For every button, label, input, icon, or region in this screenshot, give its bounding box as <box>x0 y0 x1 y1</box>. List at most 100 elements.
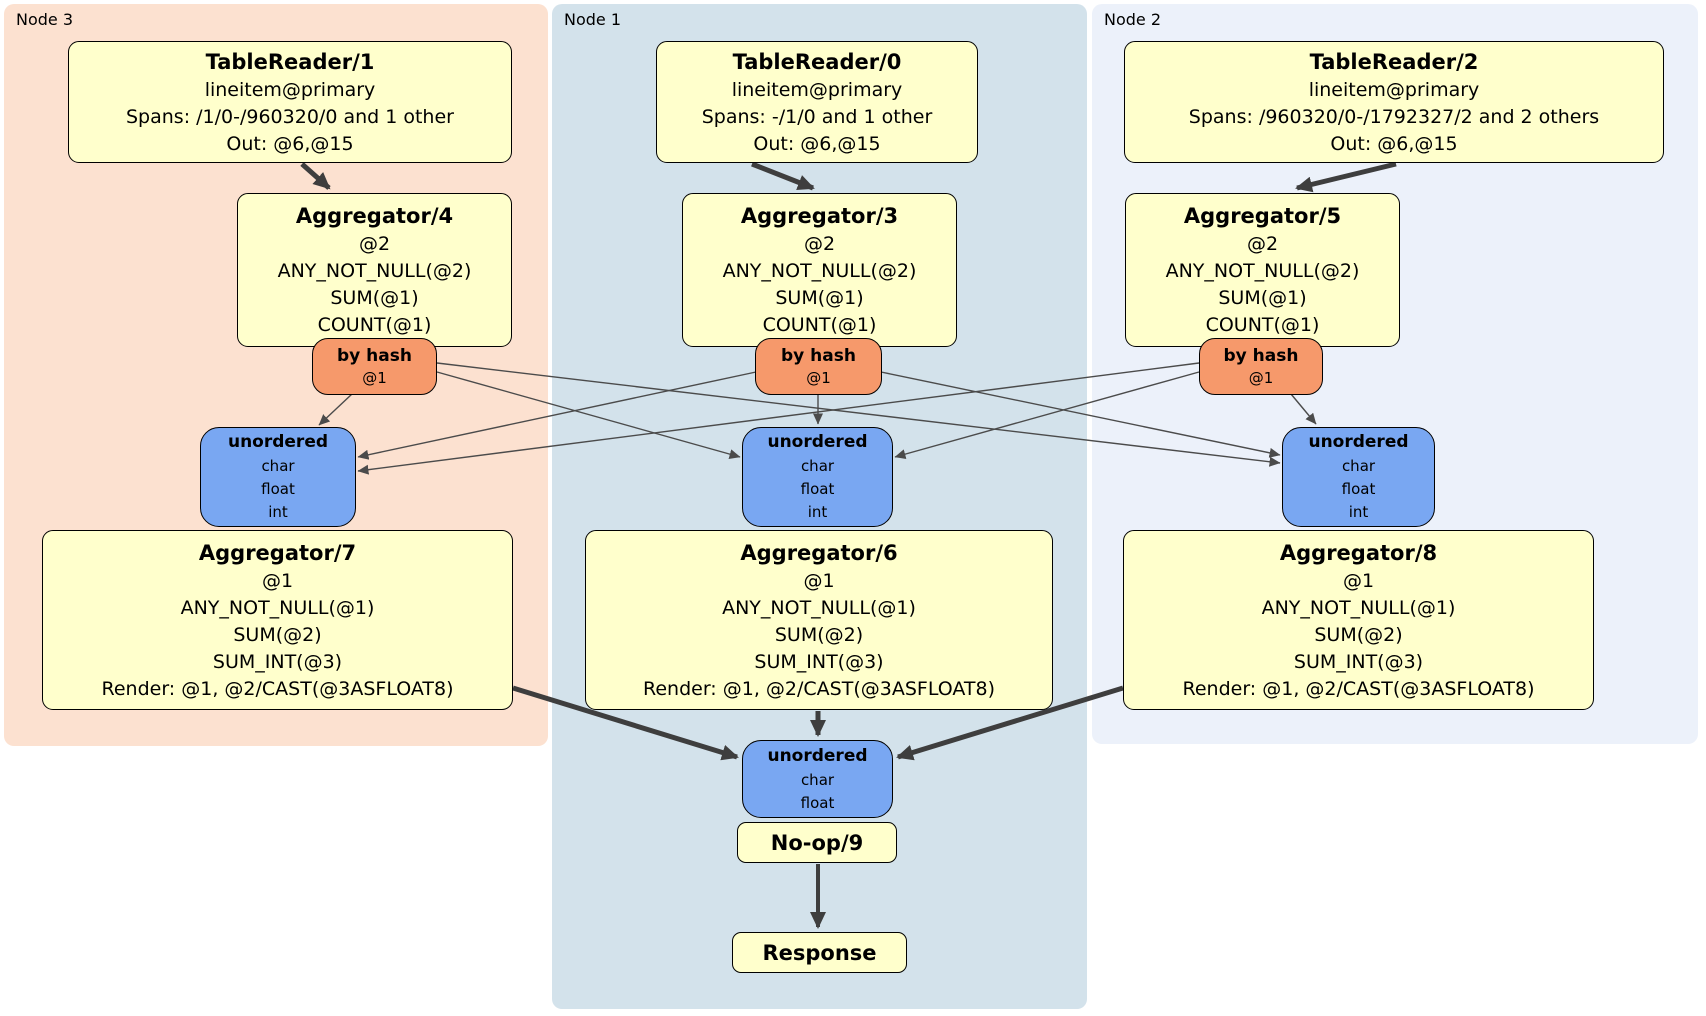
edge-hash-node2-to-sync-node1 <box>894 371 1200 459</box>
processor-title: Aggregator/8 <box>1279 540 1438 565</box>
sync-item: char <box>800 457 835 475</box>
processor-title: TableReader/0 <box>732 49 902 74</box>
processor-noop-9: No-op/9 <box>737 822 897 863</box>
sync-title: unordered <box>227 432 329 452</box>
processor-aggregator-4: Aggregator/4 @2 ANY_NOT_NULL(@2) SUM(@1)… <box>237 193 512 347</box>
processor-aggregator-6: Aggregator/6 @1 ANY_NOT_NULL(@1) SUM(@2)… <box>585 530 1053 710</box>
panel-node-2-label: Node 2 <box>1104 10 1162 29</box>
sync-item: int <box>1348 503 1369 521</box>
processor-line: Spans: -/1/0 and 1 other <box>701 105 933 128</box>
processor-line: SUM_INT(@3) <box>212 650 343 673</box>
processor-line: @1 <box>1342 569 1375 592</box>
processor-line: SUM_INT(@3) <box>1293 650 1424 673</box>
sync-item: int <box>268 503 288 521</box>
processor-title: Aggregator/6 <box>740 540 898 565</box>
processor-line: ANY_NOT_NULL(@1) <box>180 596 375 619</box>
processor-line: SUM(@2) <box>774 623 864 646</box>
edge-hash-node3-to-sync-node2 <box>436 362 1281 467</box>
edge-hash-node3-to-sync-node3 <box>318 393 353 426</box>
processor-line: SUM(@2) <box>1314 623 1403 646</box>
sync-item: float <box>1341 480 1376 498</box>
router-title: by hash <box>1223 346 1299 366</box>
router-title: by hash <box>781 346 856 366</box>
router-by-hash-node2: by hash @1 <box>1199 338 1323 395</box>
edge-hash-node1-to-sync-node2 <box>880 371 1281 458</box>
processor-line: Out: @6,@15 <box>753 132 881 155</box>
processor-aggregator-3: Aggregator/3 @2 ANY_NOT_NULL(@2) SUM(@1)… <box>682 193 957 347</box>
router-by-hash-node3: by hash @1 <box>312 338 437 395</box>
processor-line: @2 <box>1246 233 1279 255</box>
router-key: @1 <box>1248 369 1274 387</box>
processor-title: TableReader/2 <box>1309 49 1479 74</box>
processor-line: COUNT(@1) <box>317 314 432 336</box>
processor-title: Aggregator/7 <box>198 540 357 565</box>
processor-line: Render: @1, @2/CAST(@3ASFLOAT8) <box>643 677 995 700</box>
processor-line: Out: @6,@15 <box>1330 132 1458 155</box>
processor-line: @2 <box>803 233 836 255</box>
processor-title: Aggregator/5 <box>1183 204 1342 228</box>
sync-item: char <box>1341 457 1376 475</box>
processor-title: Aggregator/4 <box>295 204 454 228</box>
processor-line: ANY_NOT_NULL(@1) <box>1261 596 1456 619</box>
processor-title: Response <box>762 940 877 965</box>
processor-line: COUNT(@1) <box>1205 314 1320 336</box>
processor-line: @1 <box>803 569 835 592</box>
sync-title: unordered <box>767 745 868 766</box>
processor-tablereader-2: TableReader/2 lineitem@primary Spans: /9… <box>1124 41 1664 163</box>
edge-tablereader0-to-aggregator3 <box>751 161 815 191</box>
edge-aggregator8-to-final-sync <box>896 685 1124 761</box>
router-by-hash-node1: by hash @1 <box>755 338 882 395</box>
sync-title: unordered <box>1308 432 1409 452</box>
edge-hash-node3-to-sync-node1 <box>436 371 741 459</box>
processor-aggregator-5: Aggregator/5 @2 ANY_NOT_NULL(@2) SUM(@1)… <box>1125 193 1400 347</box>
processor-line: SUM(@1) <box>1218 287 1307 309</box>
processor-title: TableReader/1 <box>205 49 375 74</box>
processor-line: ANY_NOT_NULL(@2) <box>277 260 472 282</box>
processor-line: lineitem@primary <box>731 78 903 101</box>
processor-line: @2 <box>358 233 391 255</box>
processor-line: ANY_NOT_NULL(@1) <box>722 596 916 619</box>
processor-tablereader-1: TableReader/1 lineitem@primary Spans: /1… <box>68 41 512 163</box>
panel-node-1-label: Node 1 <box>564 10 622 29</box>
processor-line: SUM_INT(@3) <box>754 650 884 673</box>
sync-item: float <box>800 793 835 812</box>
sync-item: float <box>800 480 835 498</box>
sync-unordered-node2: unordered char float int <box>1282 427 1435 527</box>
sync-unordered-node1: unordered char float int <box>742 427 893 527</box>
edge-aggregator7-to-final-sync <box>512 685 739 761</box>
sync-item: float <box>261 480 295 498</box>
router-key: @1 <box>362 369 387 387</box>
sync-unordered-node3: unordered char float int <box>200 427 356 527</box>
processor-line: lineitem@primary <box>204 78 376 101</box>
panel-node-3-label: Node 3 <box>16 10 74 29</box>
processor-line: SUM(@1) <box>775 287 864 309</box>
processor-line: COUNT(@1) <box>762 314 877 336</box>
edge-hash-node2-to-sync-node3 <box>357 362 1200 475</box>
processor-line: SUM(@1) <box>330 287 419 309</box>
edge-tablereader2-to-aggregator5 <box>1295 161 1397 193</box>
processor-line: @1 <box>261 569 294 592</box>
response-box: Response <box>732 932 907 973</box>
processor-line: lineitem@primary <box>1308 78 1480 101</box>
processor-aggregator-8: Aggregator/8 @1 ANY_NOT_NULL(@1) SUM(@2)… <box>1123 530 1594 710</box>
processor-line: Out: @6,@15 <box>226 132 354 155</box>
processor-line: Render: @1, @2/CAST(@3ASFLOAT8) <box>101 677 454 700</box>
processor-line: Render: @1, @2/CAST(@3ASFLOAT8) <box>1182 677 1535 700</box>
processor-line: ANY_NOT_NULL(@2) <box>1165 260 1360 282</box>
processor-line: Spans: /1/0-/960320/0 and 1 other <box>126 105 454 128</box>
sync-item: int <box>807 503 828 521</box>
edge-hash-node1-to-sync-node3 <box>357 371 757 460</box>
sync-title: unordered <box>767 432 868 452</box>
processor-aggregator-7: Aggregator/7 @1 ANY_NOT_NULL(@1) SUM(@2)… <box>42 530 513 710</box>
sync-item: char <box>800 770 835 789</box>
edge-tablereader1-to-aggregator4 <box>300 162 331 190</box>
processor-tablereader-0: TableReader/0 lineitem@primary Spans: -/… <box>656 41 978 163</box>
router-title: by hash <box>337 346 412 366</box>
router-key: @1 <box>806 369 831 387</box>
processor-line: Spans: /960320/0-/1792327/2 and 2 others <box>1188 105 1600 128</box>
processor-title: Aggregator/3 <box>740 204 899 228</box>
sync-unordered-final: unordered char float <box>742 740 893 818</box>
processor-line: ANY_NOT_NULL(@2) <box>722 260 917 282</box>
